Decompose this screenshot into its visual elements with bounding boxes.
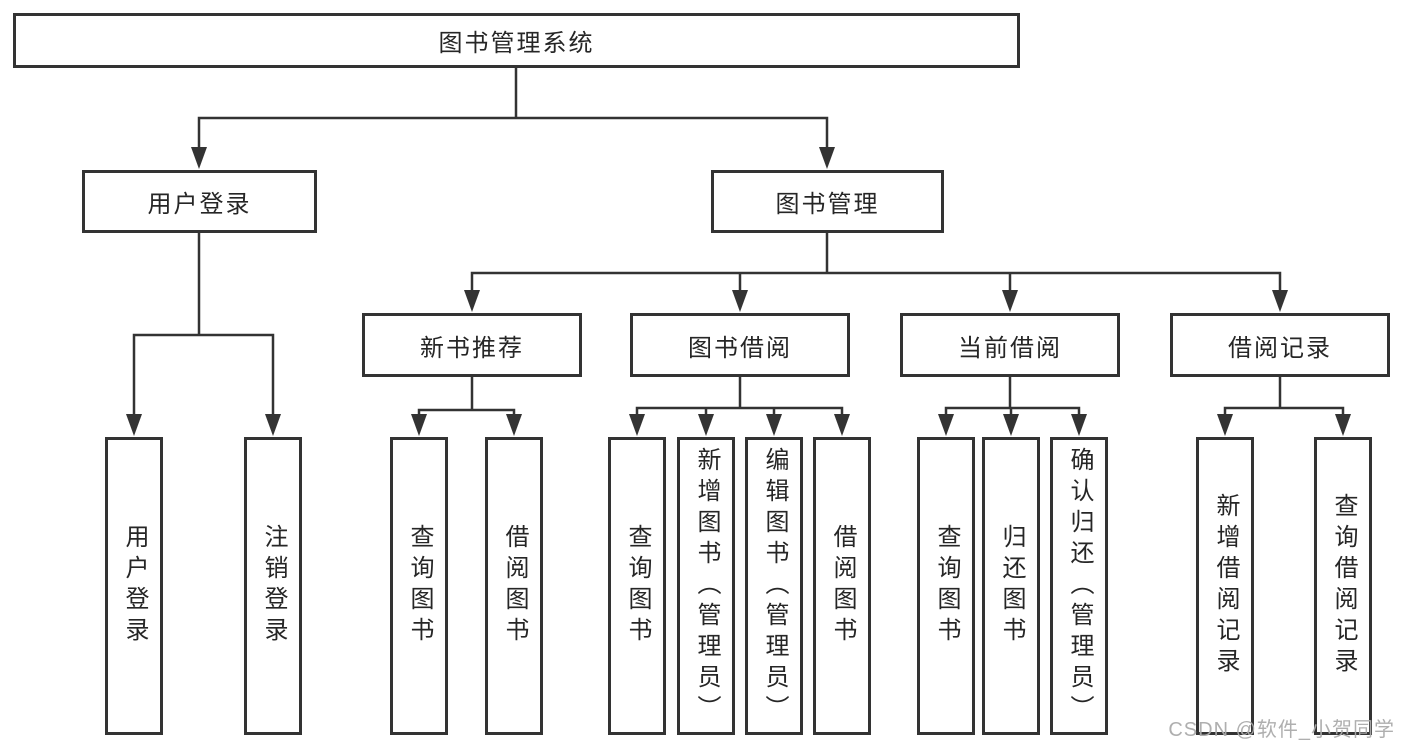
leaf-add-borrow-record: 新增借阅记录: [1196, 437, 1254, 735]
leaf-query-books-current: 查询图书: [917, 437, 975, 735]
leaf-borrow-books-recommend: 借阅图书: [485, 437, 543, 735]
node-borrow-records: 借阅记录: [1170, 313, 1390, 377]
leaf-logout: 注销登录: [244, 437, 302, 735]
csdn-watermark: CSDN @软件_小贺同学: [1168, 719, 1395, 741]
leaf-query-borrow-record: 查询借阅记录: [1314, 437, 1372, 735]
node-new-book-recommend: 新书推荐: [362, 313, 582, 377]
node-root-system: 图书管理系统: [13, 13, 1020, 68]
leaf-return-books: 归还图书: [982, 437, 1040, 735]
leaf-confirm-return-admin: 确认归还（管理员）: [1050, 437, 1108, 735]
node-current-borrow: 当前借阅: [900, 313, 1120, 377]
leaf-query-books-borrow: 查询图书: [608, 437, 666, 735]
leaf-edit-books-admin: 编辑图书（管理员）: [745, 437, 803, 735]
leaf-borrow-books: 借阅图书: [813, 437, 871, 735]
leaf-user-login: 用户登录: [105, 437, 163, 735]
leaf-add-books-admin: 新增图书（管理员）: [677, 437, 735, 735]
node-user-login-branch: 用户登录: [82, 170, 317, 233]
node-book-management-branch: 图书管理: [711, 170, 944, 233]
leaf-query-books-recommend: 查询图书: [390, 437, 448, 735]
node-book-borrow: 图书借阅: [630, 313, 850, 377]
